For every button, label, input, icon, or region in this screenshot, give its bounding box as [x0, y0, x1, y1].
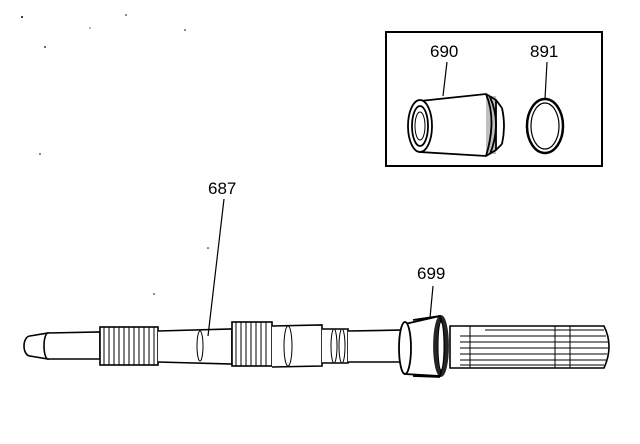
bushing-callout: 690: [430, 42, 458, 61]
shaft-callout: 687: [208, 179, 236, 198]
seal-ring-callout: 891: [530, 42, 558, 61]
seal-ring-part: [525, 97, 565, 155]
scan-speckles: [21, 14, 209, 295]
inset-detail-box: 690 891: [385, 31, 603, 167]
bearing-ring-leader-line: [429, 285, 434, 319]
bearing-ring-callout: 699: [417, 264, 445, 283]
bushing-leader-line: [442, 61, 448, 97]
shaft-part: [23, 321, 610, 369]
shaft-leader-line: [207, 198, 225, 337]
bushing-part: [407, 93, 505, 157]
bearing-ring-part: [398, 314, 449, 378]
seal-ring-leader-line: [544, 61, 548, 100]
